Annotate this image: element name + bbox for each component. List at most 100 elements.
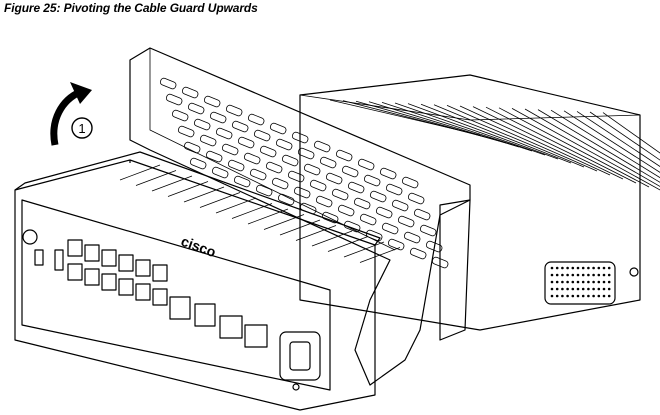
vent-dot (556, 274, 559, 277)
guard-hole (181, 86, 198, 98)
vent-dot (592, 274, 595, 277)
guard-hole (269, 122, 286, 134)
power-inlet (280, 332, 320, 380)
cisco-logo: cisco (179, 233, 218, 260)
vent-dot (608, 274, 611, 277)
vent-dot (582, 288, 585, 291)
vent-dot (603, 267, 606, 270)
guard-hole (247, 113, 264, 125)
vent-dot (551, 267, 554, 270)
guard-hole (409, 247, 426, 259)
guard-hole (341, 165, 358, 177)
heatsink-fin (577, 111, 660, 211)
guard-hole (385, 183, 402, 195)
vent-dot (598, 267, 601, 270)
vent-dot (566, 288, 569, 291)
guard-hole (401, 176, 418, 188)
vent-dot (577, 281, 580, 284)
guard-hole (253, 129, 270, 141)
vent-dot (587, 267, 590, 270)
heatsink-fin (408, 104, 558, 159)
guard-hole (203, 95, 220, 107)
vent-dot (556, 267, 559, 270)
vent-dot (598, 295, 601, 298)
vent-dot (572, 267, 575, 270)
vent-dot (566, 274, 569, 277)
usb-port (55, 250, 63, 270)
vent-dot (608, 288, 611, 291)
vent-dot (587, 295, 590, 298)
vent-dot (556, 281, 559, 284)
vent-dot (592, 295, 595, 298)
heatsink-fin (603, 113, 660, 219)
screw-icon (293, 384, 299, 390)
guard-hole (313, 140, 330, 152)
guard-hole (209, 111, 226, 123)
screw-icon (630, 268, 638, 276)
vent-dot (551, 295, 554, 298)
ethernet-port (153, 289, 167, 305)
guard-hole (407, 192, 424, 204)
sfp-port (220, 316, 242, 338)
vent-slat (120, 165, 160, 180)
vent-dot (603, 295, 606, 298)
vent-dot (566, 295, 569, 298)
guard-hole (271, 177, 288, 189)
vent-dot (551, 281, 554, 284)
vent-dot (572, 295, 575, 298)
ethernet-port (85, 245, 99, 261)
guard-hole (309, 179, 326, 191)
guard-hole (363, 174, 380, 186)
vent-dot (587, 288, 590, 291)
vent-dot (561, 288, 564, 291)
vent-dot (603, 281, 606, 284)
guard-hole (165, 93, 182, 105)
vent-dot (582, 281, 585, 284)
guard-hole (347, 181, 364, 193)
guard-hole (189, 157, 206, 169)
vent-dot (577, 274, 580, 277)
guard-hole (249, 168, 266, 180)
ethernet-port (136, 284, 150, 300)
top-vent-slats (120, 165, 400, 263)
heatsink-fin (486, 107, 636, 183)
ethernet-port (68, 264, 82, 280)
guard-hole (315, 195, 332, 207)
guard-hole (325, 172, 342, 184)
guard-hole (343, 220, 360, 232)
guard-hole (193, 118, 210, 130)
vent-dot (577, 295, 580, 298)
guard-hole (211, 166, 228, 178)
guard-hole (275, 138, 292, 150)
guard-hole (369, 190, 386, 202)
vent-dot (582, 267, 585, 270)
vent-dot (572, 288, 575, 291)
guard-hole (281, 154, 298, 166)
vent-slat (152, 176, 192, 191)
vent-dot (598, 288, 601, 291)
ethernet-port (68, 240, 82, 256)
ethernet-port (119, 279, 133, 295)
guard-hole (221, 143, 238, 155)
vent-dot (587, 274, 590, 277)
guard-hole (243, 152, 260, 164)
guard-hole (357, 158, 374, 170)
guard-hole (237, 136, 254, 148)
vent-dot (556, 288, 559, 291)
ethernet-port (136, 260, 150, 276)
guard-hole (199, 134, 216, 146)
guard-hole (293, 186, 310, 198)
ethernet-port (119, 255, 133, 271)
vent-dot (561, 281, 564, 284)
vent-dot (551, 274, 554, 277)
vent-slat (216, 198, 256, 213)
guard-hole (403, 231, 420, 243)
vent-dot (587, 281, 590, 284)
guard-hole (397, 215, 414, 227)
guard-hole (335, 149, 352, 161)
guard-hole (227, 159, 244, 171)
guard-hole (391, 199, 408, 211)
ethernet-port (85, 269, 99, 285)
guard-hole (337, 204, 354, 216)
